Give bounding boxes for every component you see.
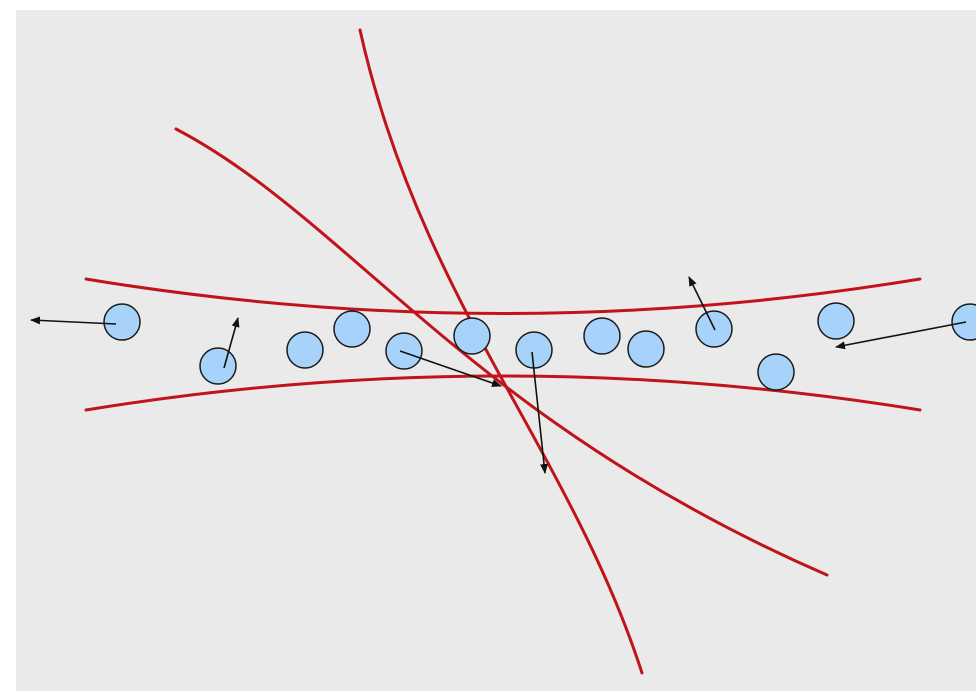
velocity-arrow-6: [835, 321, 967, 350]
particle-1: [103, 303, 141, 341]
upper-boundary-curve: [84, 277, 922, 315]
particle-8: [583, 317, 621, 355]
shallow-crossing-curve: [174, 127, 829, 577]
particle-11: [757, 353, 795, 391]
velocity-arrow-2: [223, 317, 240, 369]
particle-6: [453, 317, 491, 355]
particle-5: [385, 332, 423, 370]
velocity-arrow-3: [399, 350, 502, 387]
velocity-arrow-4: [531, 351, 549, 474]
particle-9: [627, 330, 665, 368]
velocity-arrow-5: [688, 276, 716, 331]
particles-layer: [103, 302, 976, 391]
particle-7: [515, 331, 553, 369]
particle-3: [286, 331, 324, 369]
diagram-background: [16, 10, 976, 691]
particle-12: [817, 302, 855, 340]
lower-boundary-curve: [84, 374, 922, 412]
particle-4: [333, 310, 371, 348]
curves-layer: [84, 28, 922, 675]
arrows-layer: [30, 276, 967, 474]
particle-2: [199, 347, 237, 385]
steep-crossing-curve: [358, 28, 644, 675]
velocity-arrow-1: [30, 316, 117, 325]
